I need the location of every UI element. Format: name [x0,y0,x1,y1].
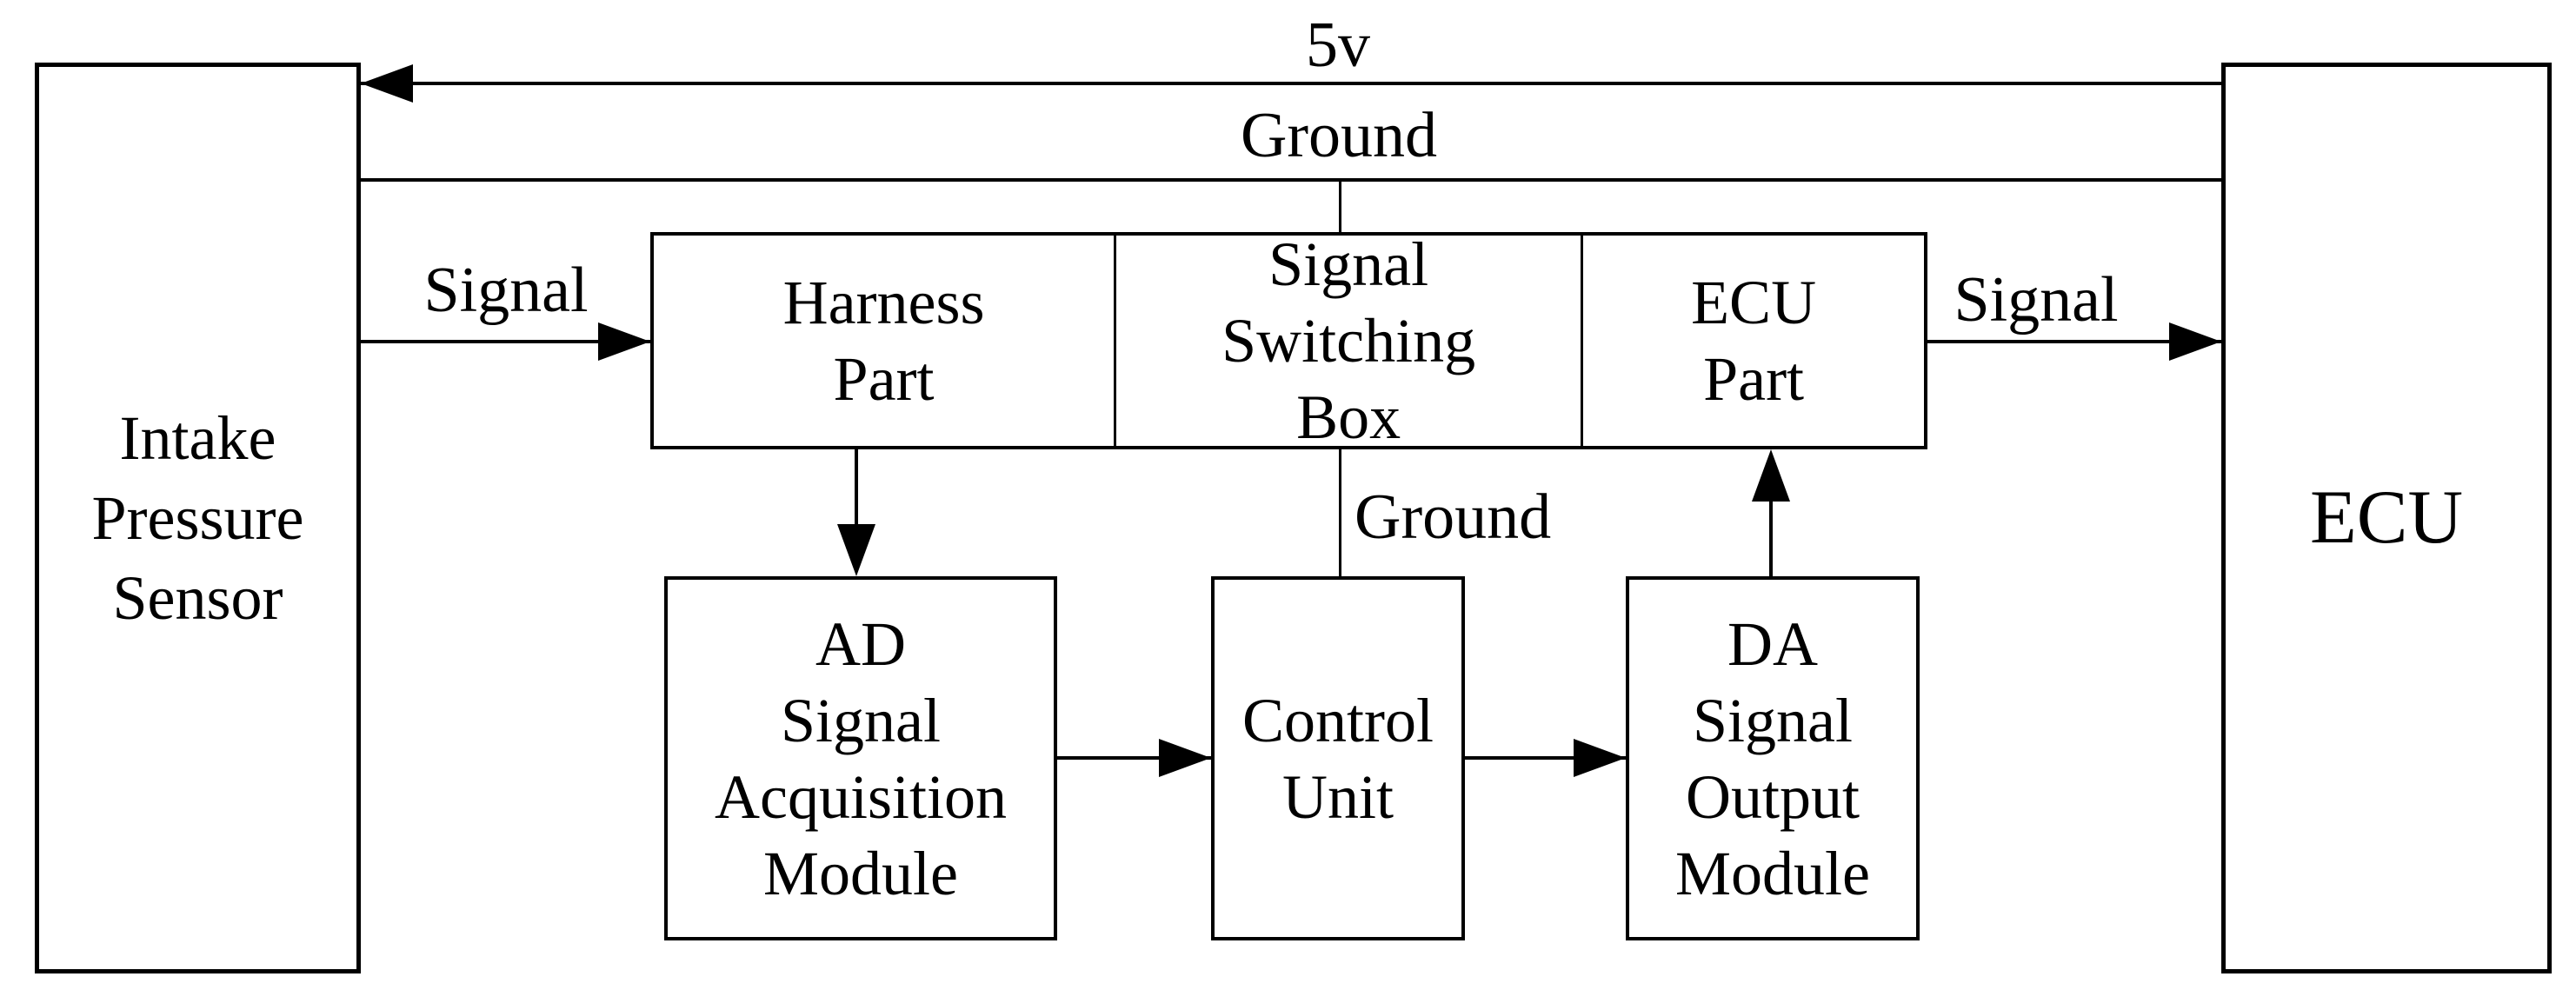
node-label-line: Harness [782,268,985,337]
label-signal-right: Signal [1954,264,2119,336]
node-label-line: Output [1685,761,1860,832]
node-intake-pressure-sensor: Intake Pressure Sensor [35,63,361,973]
node-signal-switching-box: Signal Switching Box [1114,229,1581,452]
node-label-line: Signal [1692,685,1853,755]
node-label-line: Intake [119,403,276,473]
node-label-line: Acquisition [715,761,1007,832]
label-ground-mid: Ground [1355,482,1552,553]
node-label-line: Signal [1268,229,1429,299]
wire-ground-drop-to-switchbox [1339,180,1341,234]
node-ecu: ECU [2221,63,2552,973]
node-switchbox-assembly: Harness Part Signal Switching Box ECU Pa… [650,229,1927,452]
arrowhead-into-ecu-part [1752,449,1790,502]
node-harness-part: Harness Part [654,236,1114,446]
node-label-line: Sensor [112,563,283,633]
node-ad-signal-acquisition-module: AD Signal Acquisition Module [664,576,1057,940]
node-label-line: ECU [1691,268,1817,337]
arrowhead-into-control-unit [1159,739,1211,777]
arrowhead-into-ad-module [837,524,875,576]
wire-signal-ecupart-to-ecu [1927,340,2221,343]
arrowhead-signal-into-harness [598,322,650,361]
node-label-line: ECU [2310,475,2463,560]
wire-5v [361,82,2221,85]
node-da-signal-output-module: DA Signal Output Module [1626,576,1920,940]
wire-control-unit-to-da [1465,756,1626,760]
node-label-line: Control [1241,685,1434,755]
wire-ground-top [361,178,2221,182]
node-label-line: DA [1727,608,1818,679]
arrowhead-into-da-module [1574,739,1626,777]
label-signal-left: Signal [423,255,589,326]
arrowhead-5v-into-sensor [361,64,413,103]
wire-harness-to-ad-module [855,449,858,536]
node-label-line: AD [815,608,906,679]
node-label-line: Module [1675,838,1870,908]
node-label-line: Unit [1281,761,1394,832]
wire-da-module-to-ecu-part [1769,495,1773,576]
node-label-line: Pressure [91,483,304,553]
node-label-line: Box [1296,382,1401,452]
node-control-unit: Control Unit [1211,576,1465,940]
node-label-line: Switching [1221,306,1476,375]
node-ecu-part: ECU Part [1581,236,1924,446]
wire-ad-to-control-unit [1057,756,1211,760]
wire-ground-switchbox-to-control-unit [1339,449,1341,576]
node-label-line: Part [833,344,935,414]
label-ground-top: Ground [1240,100,1438,171]
node-label-line: Part [1703,344,1805,414]
label-5v: 5v [1306,10,1370,81]
arrowhead-signal-into-ecu [2169,322,2221,361]
wire-signal-sensor-to-harness [361,340,650,343]
node-label-line: Module [763,838,958,908]
node-label-line: Signal [780,685,941,755]
